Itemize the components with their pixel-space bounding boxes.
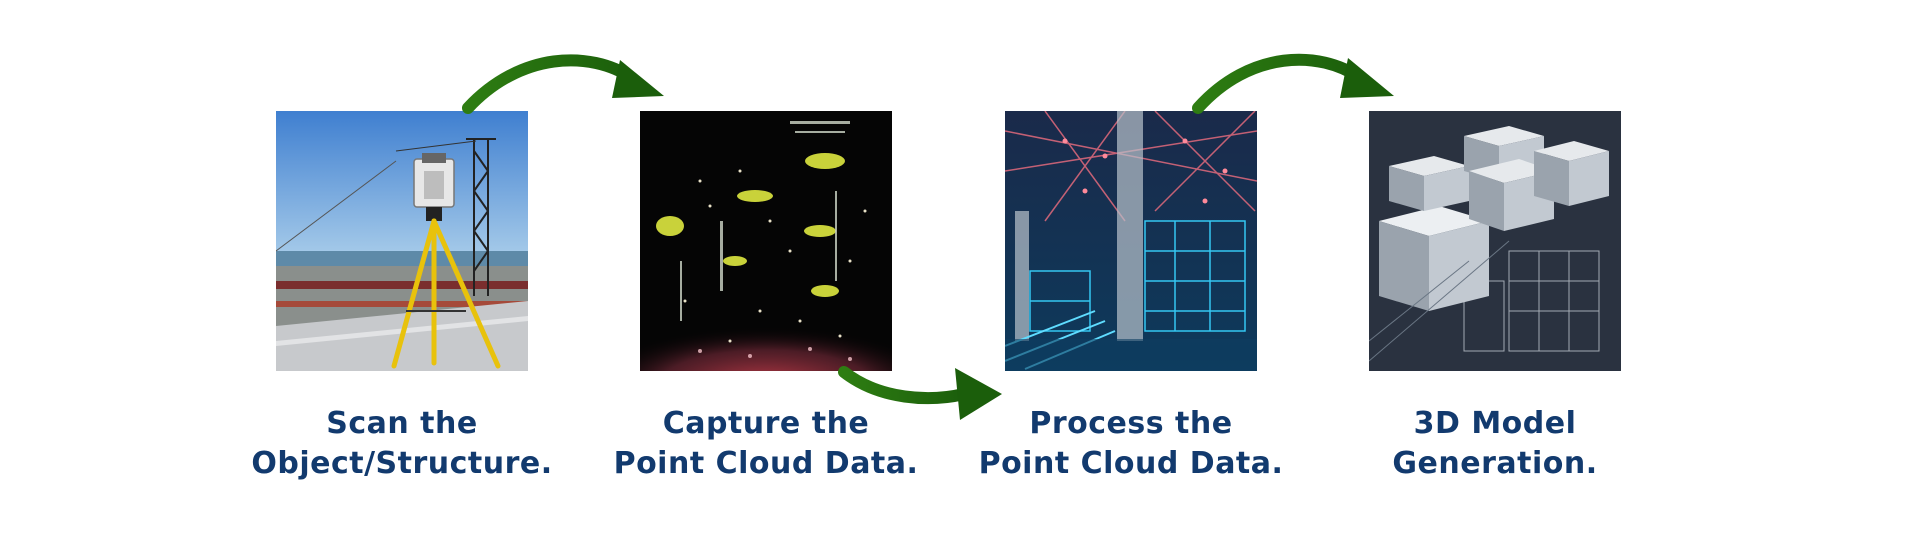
step-4-model-image <box>1369 111 1621 371</box>
step-1-label-line-2: Object/Structure. <box>251 446 553 481</box>
arrow-3-to-4 <box>1192 53 1394 114</box>
step-4-label: 3D Model Generation. <box>1305 404 1685 484</box>
step-2-capture-image <box>640 111 892 371</box>
step-2-label-line-2: Point Cloud Data. <box>613 446 919 481</box>
step-1-scan-image <box>276 111 528 371</box>
step-4-label-line-2: Generation. <box>1392 446 1598 481</box>
processed-point-cloud-icon <box>1005 111 1257 371</box>
step-2-label: Capture the Point Cloud Data. <box>576 404 956 484</box>
step-3-label: Process the Point Cloud Data. <box>941 404 1321 484</box>
step-1-label: Scan the Object/Structure. <box>212 404 592 484</box>
step-1-label-line-1: Scan the <box>326 406 478 441</box>
step-3-process-image <box>1005 111 1257 371</box>
laser-scanner-tripod-icon <box>276 111 528 371</box>
step-3-label-line-2: Point Cloud Data. <box>978 446 1284 481</box>
point-cloud-icon <box>640 111 892 371</box>
step-3-label-line-1: Process the <box>1029 406 1233 441</box>
3d-model-icon <box>1369 111 1621 371</box>
arrow-1-to-2 <box>462 54 664 114</box>
step-4-label-line-1: 3D Model <box>1413 406 1577 441</box>
step-2-label-line-1: Capture the <box>662 406 870 441</box>
